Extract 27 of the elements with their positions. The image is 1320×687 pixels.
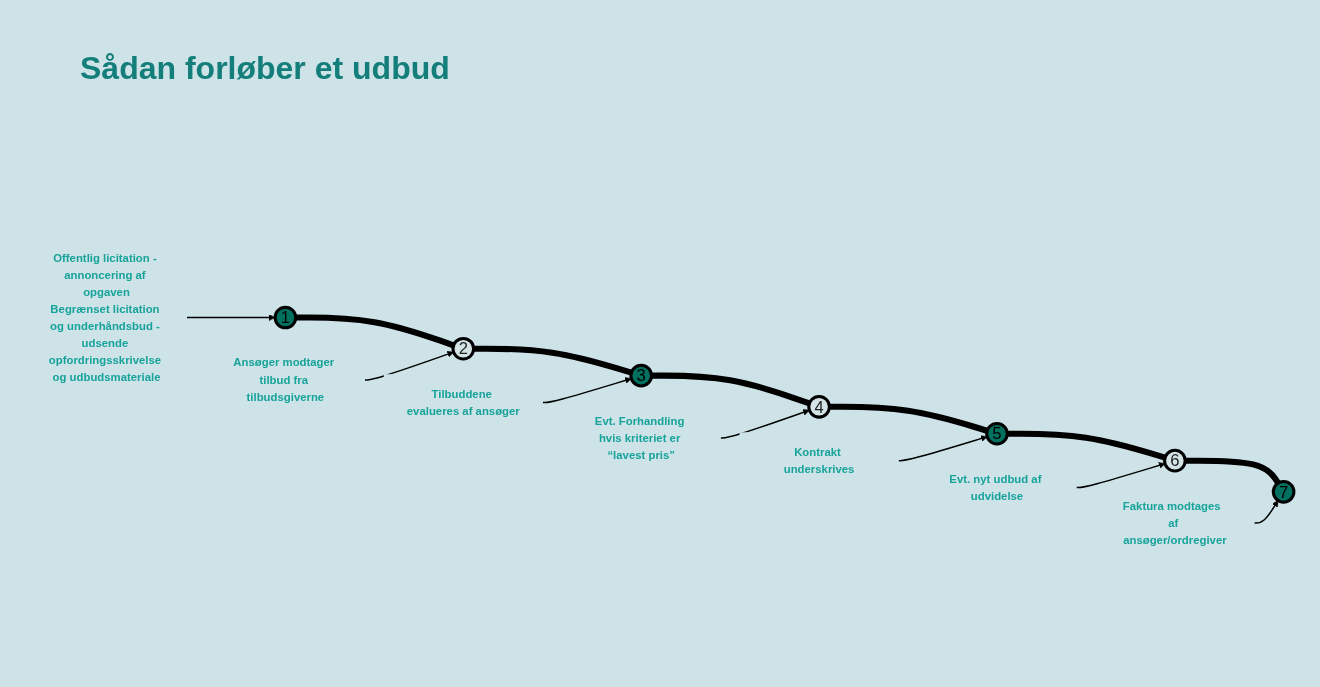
connector xyxy=(651,372,811,406)
arrow xyxy=(542,376,632,403)
diagram-title: Sådan forløber et udbud xyxy=(79,49,451,88)
connector xyxy=(829,403,988,434)
node-text: Ansøger modtager tilbud fra tilbudsgiverne xyxy=(233,355,335,403)
node-circle: 2 xyxy=(451,336,476,361)
node-circle: 1 xyxy=(273,305,298,329)
node-circle: 4 xyxy=(807,394,831,419)
node-text: Evt. Forhandling hvis kriteriet er “lavest pris” xyxy=(594,413,685,461)
arrow xyxy=(1253,499,1279,524)
connector xyxy=(295,314,455,348)
node-text: Tilbuddene evalueres af ansøger xyxy=(406,386,520,417)
node-text: Offentlig licitation - annoncering af opgaven Begrænset licitation og underhåndsbud - udsende opfordringsskrivelse og udbudsmateriale xyxy=(48,250,162,383)
node-circle: 3 xyxy=(629,363,653,387)
connector xyxy=(1185,457,1281,485)
node-text: Faktura modtages af ansøger/ordregiver xyxy=(1122,498,1227,546)
arrow xyxy=(897,434,988,461)
connector xyxy=(473,345,633,376)
node-circle: 7 xyxy=(1271,479,1296,504)
connector xyxy=(1007,430,1166,461)
arrow xyxy=(1075,461,1166,488)
node-text: Evt. nyt udbud af udvidelse xyxy=(949,471,1042,502)
node-circle: 6 xyxy=(1163,448,1187,472)
node-text: Kontrakt underskrives xyxy=(783,444,855,475)
arrow xyxy=(719,408,810,439)
node-circle: 5 xyxy=(985,421,1009,446)
arrow xyxy=(364,350,454,381)
